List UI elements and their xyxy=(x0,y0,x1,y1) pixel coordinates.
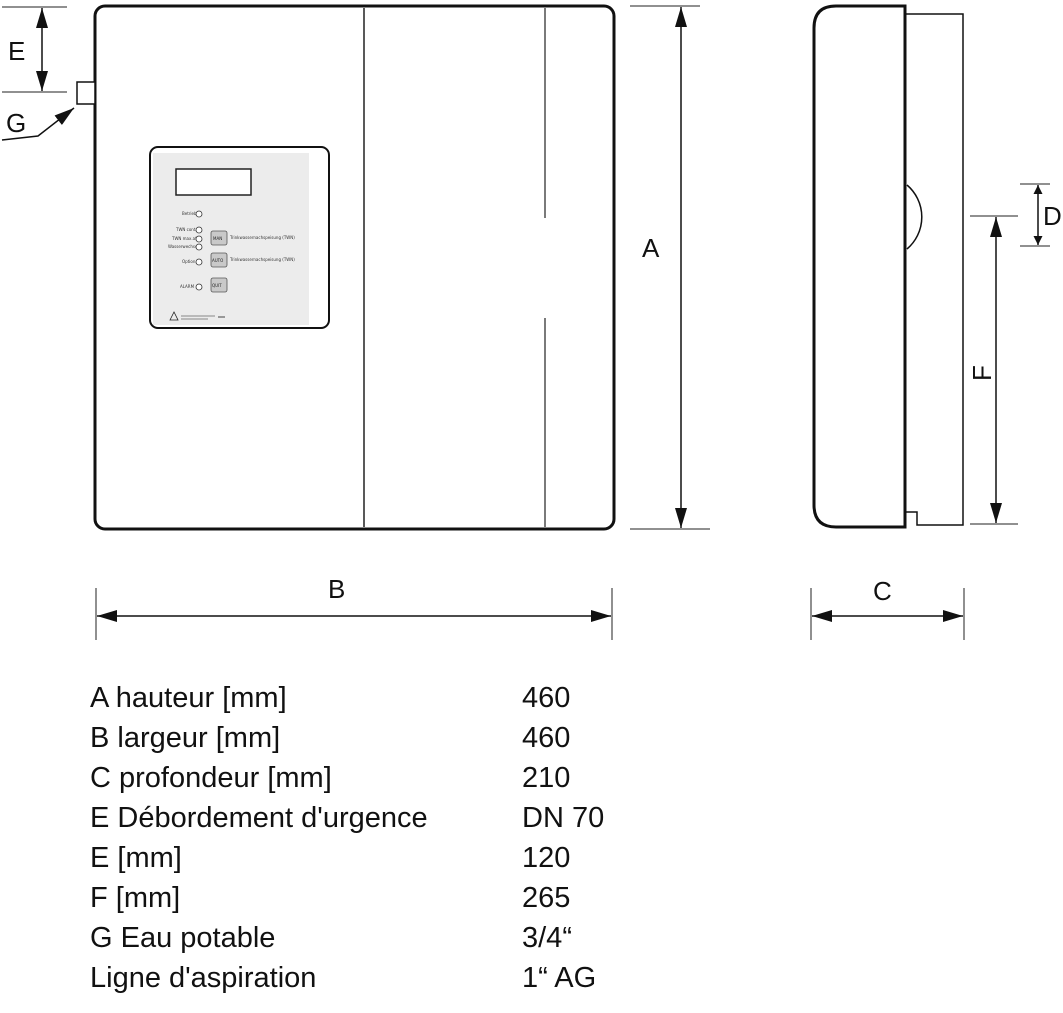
spec-value: 1“ AG xyxy=(522,961,597,994)
spec-row: F [mm] 265 xyxy=(90,878,604,918)
led-icon xyxy=(195,283,203,291)
specification-table: A hauteur [mm] 460 B largeur [mm] 460 C … xyxy=(90,678,604,998)
front-enclosure xyxy=(93,4,616,531)
dimension-c: C xyxy=(810,576,965,640)
spec-row: E [mm] 120 xyxy=(90,838,604,878)
spec-value: 460 xyxy=(522,721,571,754)
dimension-label-c: C xyxy=(873,576,892,606)
dimension-label-d: D xyxy=(1043,201,1062,231)
water-inlet-connector xyxy=(76,81,96,105)
spec-value: 460 xyxy=(522,681,571,714)
spec-row: C profondeur [mm] 210 xyxy=(90,758,604,798)
quit-button-label: QUIT xyxy=(212,283,222,288)
auto-button-label: AUTO xyxy=(212,258,223,263)
indicator-leds: Betrieb TWN cont. TWN max.aft Wasserwech… xyxy=(168,210,203,291)
dimension-drawing: Betrieb TWN cont. TWN max.aft Wasserwech… xyxy=(1,4,1062,640)
side-view: D F C xyxy=(810,4,1062,640)
side-connection-bulge xyxy=(906,184,923,250)
side-mounting-frame xyxy=(905,13,964,526)
spec-value: 3/4“ xyxy=(522,921,572,954)
dimension-g: G xyxy=(1,107,75,141)
dimension-label-b: B xyxy=(328,574,345,604)
led-icon xyxy=(195,258,203,266)
indicator-label: Betrieb xyxy=(182,211,197,216)
spec-value: 210 xyxy=(522,761,571,794)
quit-button xyxy=(210,277,228,293)
spec-label: G Eau potable xyxy=(90,921,276,954)
spec-row: B largeur [mm] 460 xyxy=(90,718,604,758)
spec-label: B largeur [mm] xyxy=(90,721,281,754)
dimension-e: E xyxy=(2,6,67,93)
spec-value: 265 xyxy=(522,881,571,914)
button-caption: Trinkwassernachspeisung (TWN) xyxy=(229,235,295,240)
led-icon xyxy=(195,243,203,251)
spec-label: A hauteur [mm] xyxy=(90,681,287,714)
dimension-a: A xyxy=(630,5,710,530)
dimension-b: B xyxy=(95,574,613,640)
auto-button xyxy=(210,252,228,268)
side-enclosure xyxy=(812,4,907,529)
spec-value: 120 xyxy=(522,841,571,874)
spec-row: G Eau potable 3/4“ xyxy=(90,918,604,958)
led-icon xyxy=(195,226,203,234)
dimension-label-g: G xyxy=(6,108,26,138)
spec-label: E Débordement d'urgence xyxy=(90,801,428,834)
man-button-label: MAN xyxy=(213,236,222,241)
dimension-label-f: F xyxy=(967,365,997,381)
panel-buttons: MAN Trinkwassernachspeisung (TWN) AUTO T… xyxy=(210,230,295,293)
indicator-label: ALARM xyxy=(180,284,195,289)
spec-row: Ligne d'aspiration 1“ AG xyxy=(90,958,604,998)
indicator-label: TWN cont. xyxy=(175,227,197,232)
control-panel: Betrieb TWN cont. TWN max.aft Wasserwech… xyxy=(149,146,330,329)
dimension-d: D xyxy=(1020,183,1062,247)
led-icon xyxy=(195,210,203,218)
led-icon xyxy=(195,235,203,243)
warning-icon xyxy=(169,311,225,321)
button-caption: Trinkwassernachspeisung (TWN) xyxy=(229,257,295,262)
panel-display xyxy=(175,168,252,196)
indicator-label: TWN max.aft xyxy=(171,236,198,241)
man-button xyxy=(210,230,228,246)
spec-row: A hauteur [mm] 460 xyxy=(90,678,604,718)
dimension-label-a: A xyxy=(642,233,660,263)
dimension-f: F xyxy=(967,215,1018,525)
dimension-label-e: E xyxy=(8,36,25,66)
spec-label: Ligne d'aspiration xyxy=(90,961,317,994)
spec-value: DN 70 xyxy=(522,801,605,834)
spec-row: E Débordement d'urgence DN 70 xyxy=(90,798,604,838)
spec-label: F [mm] xyxy=(90,881,181,914)
spec-label: C profondeur [mm] xyxy=(90,761,332,794)
indicator-label: Option xyxy=(182,259,196,264)
spec-label: E [mm] xyxy=(90,841,182,874)
indicator-label: Wasserwechsel xyxy=(168,244,199,249)
front-view: Betrieb TWN cont. TWN max.aft Wasserwech… xyxy=(1,4,710,640)
